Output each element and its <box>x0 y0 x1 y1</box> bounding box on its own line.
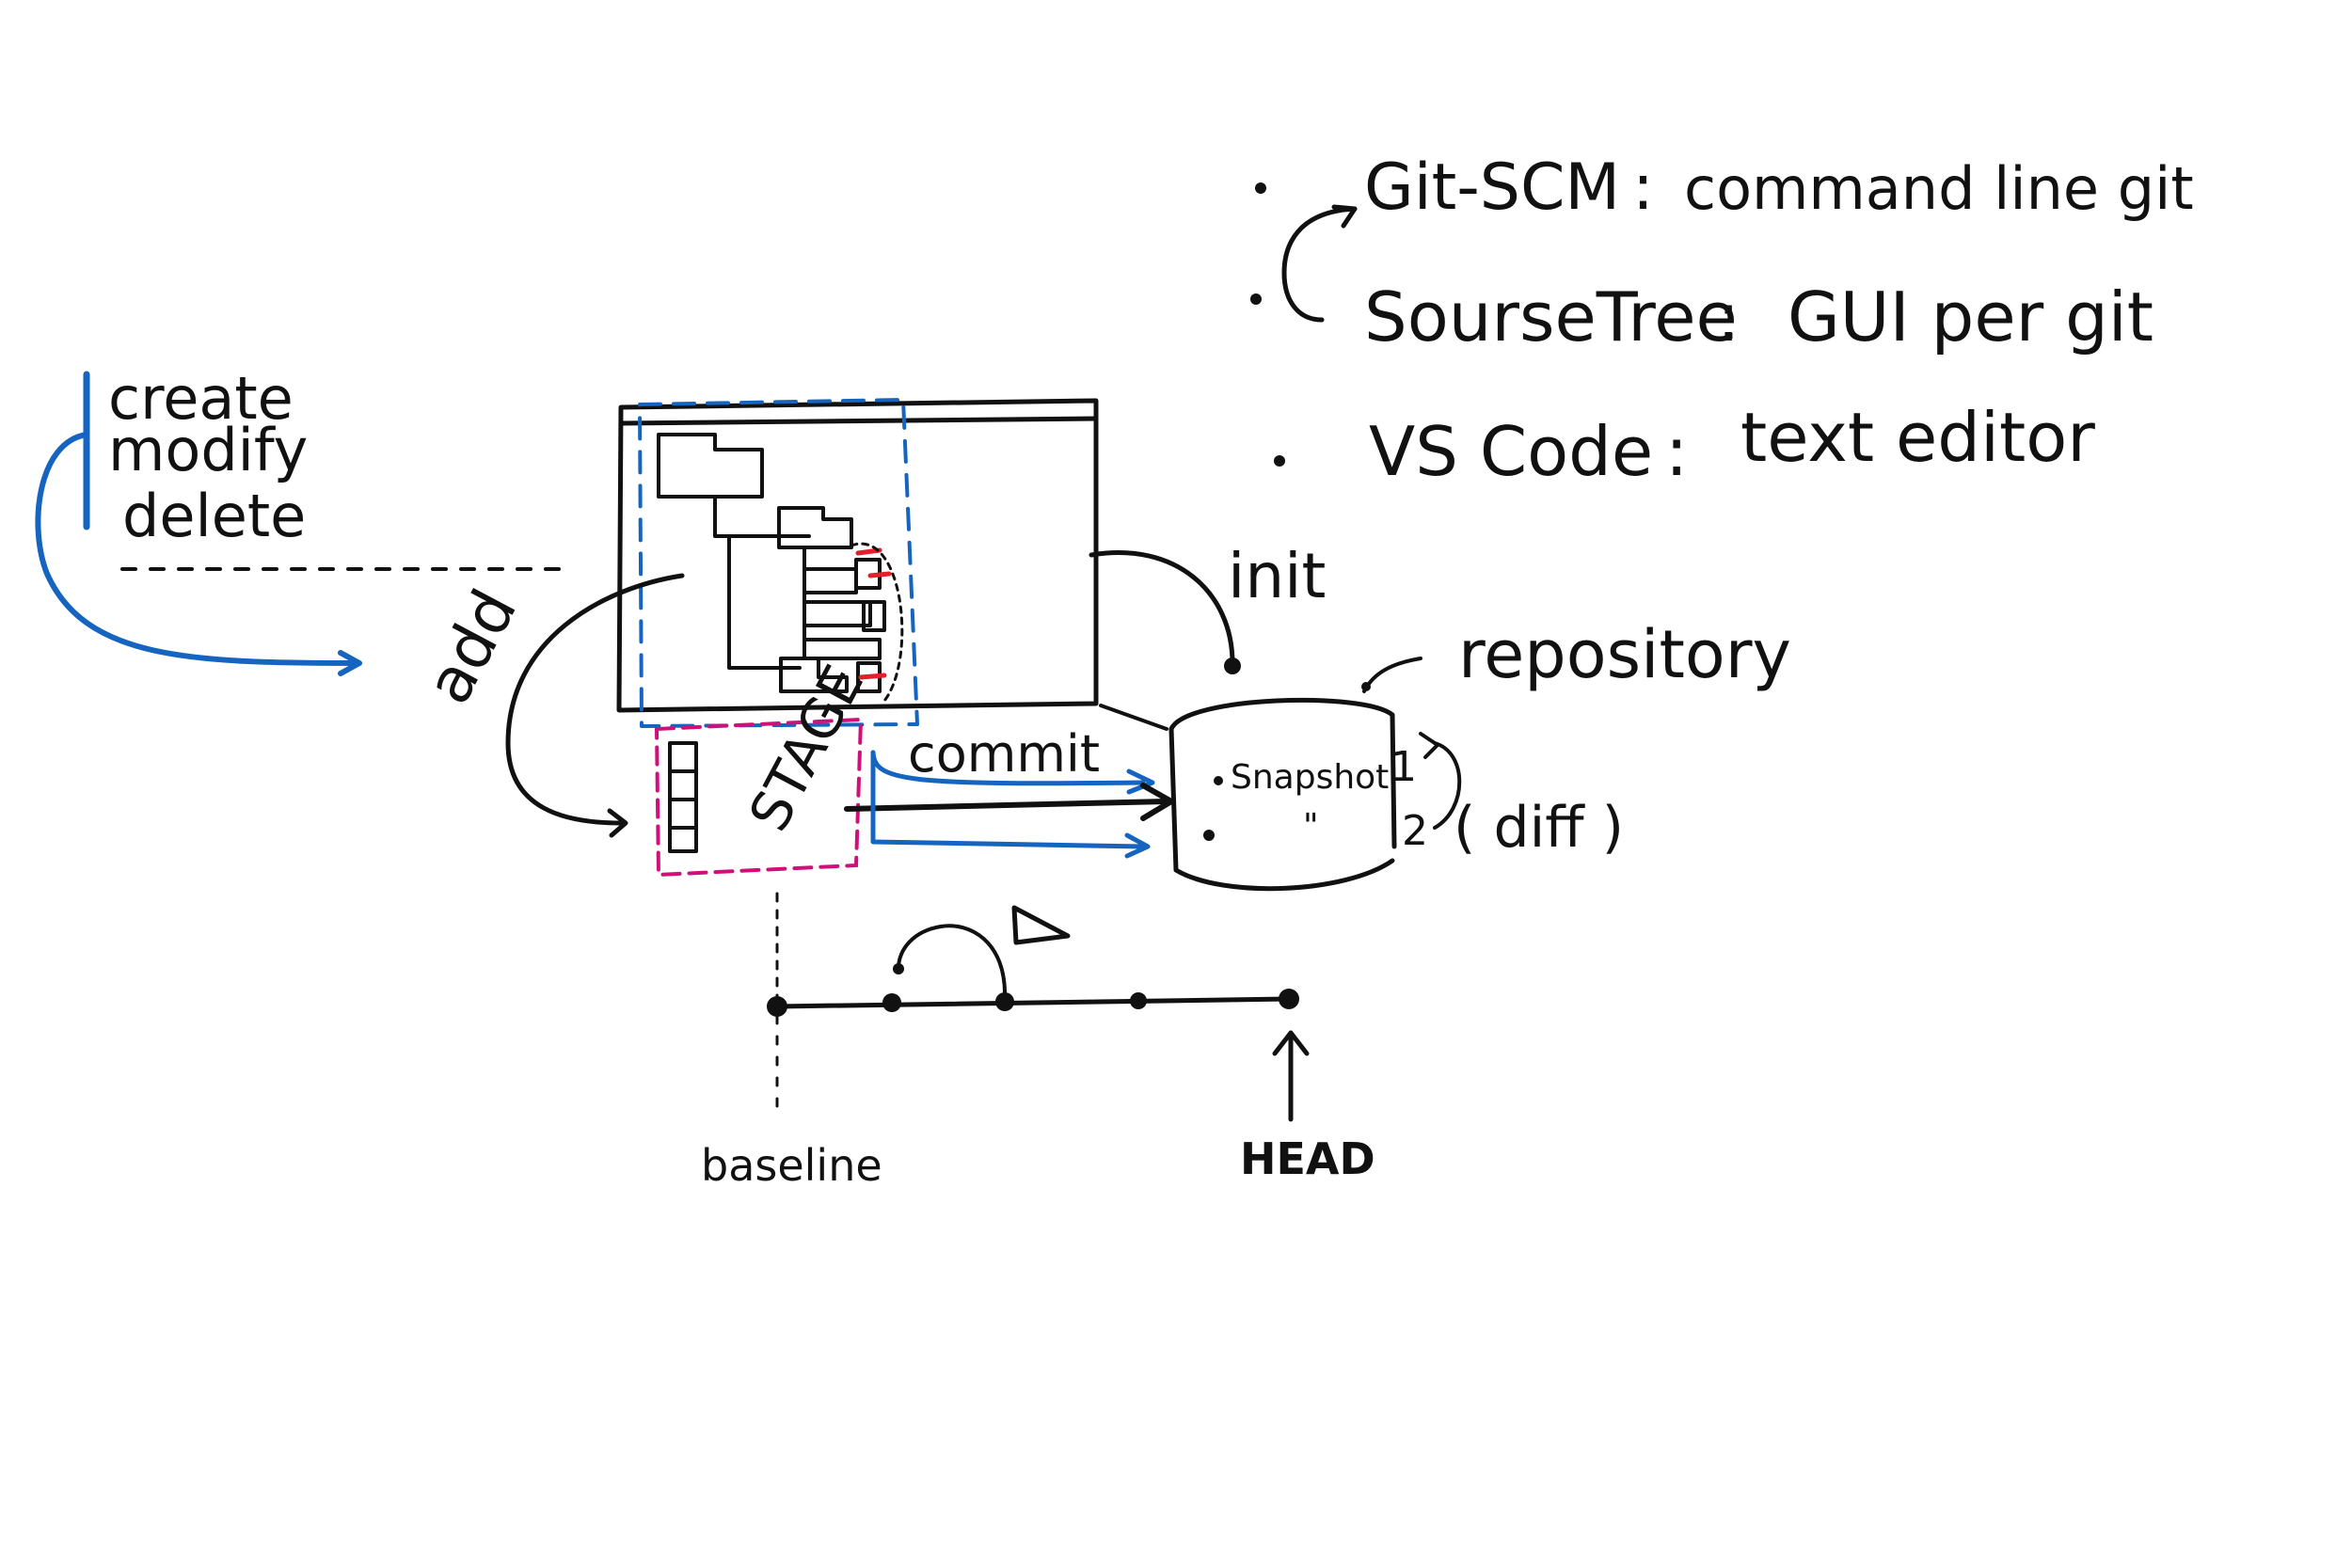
file-node <box>856 661 882 693</box>
repository-pointer <box>1362 657 1422 693</box>
action-delete: delete <box>122 482 306 550</box>
tree-trunk <box>727 534 802 670</box>
baseline-label: baseline <box>701 1140 882 1191</box>
action-modify: modify <box>108 416 308 484</box>
add-arrow <box>505 573 685 826</box>
init-arrowhead <box>1224 657 1241 674</box>
init-arrow <box>1089 550 1235 666</box>
changed-marker <box>867 571 892 578</box>
tool-bracket-arrowhead <box>1331 204 1358 229</box>
stage-box <box>654 717 864 878</box>
commit-label: commit <box>908 724 1100 784</box>
timeline: baseline HEAD <box>701 905 1375 1191</box>
timeline-line <box>774 996 1292 1009</box>
tool-list: Git-SCM : command line git SourseTree : … <box>1250 150 2194 491</box>
commit-blue-arrow-top <box>870 750 1146 786</box>
timeline-commit-dot <box>995 992 1014 1011</box>
commit-blue-arrow-bottom <box>870 750 1146 849</box>
actions-block: create modify delete <box>35 364 576 676</box>
diff-label: ( diff ) <box>1454 795 1624 861</box>
tool-desc-3: text editor <box>1740 398 2095 477</box>
timeline-commit-dot <box>767 996 787 1017</box>
init-group: init <box>1089 540 1326 731</box>
commit-group: commit <box>844 724 1174 859</box>
snapshot-number-1: 1 <box>1391 743 1417 791</box>
file-node <box>803 567 858 594</box>
diff-curve-arrowhead <box>1419 732 1439 759</box>
delta-triangle-icon <box>1011 905 1071 945</box>
tool-sep-3: : <box>1665 412 1688 491</box>
head-label: HEAD <box>1240 1133 1375 1184</box>
file-node <box>779 657 849 693</box>
window-title-line <box>618 416 1099 426</box>
window-frame <box>616 398 1099 713</box>
tool-sep-2: : <box>1717 277 1740 356</box>
repository: repository Snapshot " 1 2 ( diff ) <box>1168 616 1791 892</box>
head-arrowhead <box>1272 1030 1310 1056</box>
timeline-commit-dot <box>882 993 901 1012</box>
tool-name-2: SourseTree <box>1364 277 1738 356</box>
bullet-dot <box>1255 182 1266 194</box>
changed-marker <box>858 673 887 680</box>
delta-arc <box>897 924 1008 1001</box>
snapshot-number-2: 2 <box>1402 807 1428 855</box>
bullet-dot <box>1274 455 1285 467</box>
staged-file-scribble <box>668 741 698 853</box>
bullet-dot <box>1250 293 1262 305</box>
window-blue-dashed-region <box>638 398 919 728</box>
working-directory <box>616 398 1099 728</box>
commit-blue-arrowhead-bottom <box>1124 832 1151 859</box>
file-node <box>862 600 886 632</box>
commit-blue-arrowhead-top <box>1126 768 1155 795</box>
actions-loop-arrowhead <box>338 650 362 676</box>
file-tree <box>657 433 904 703</box>
snapshot-bullet <box>1203 830 1215 841</box>
repository-top <box>1168 697 1395 732</box>
file-node <box>803 600 872 627</box>
changed-markers-dashed-circle <box>850 542 904 703</box>
tool-name-1: Git-SCM <box>1364 150 1620 225</box>
folder-sub <box>777 506 853 549</box>
tool-bracket-arrow <box>1281 206 1358 323</box>
folder-child <box>713 495 811 538</box>
actions-loop-arrow <box>35 432 360 666</box>
snapshot-label: Snapshot <box>1231 758 1389 797</box>
commit-black-arrow <box>844 799 1169 812</box>
tool-name-3: VS Code <box>1369 412 1653 491</box>
changed-marker <box>855 547 882 556</box>
repository-pointer-dot <box>1361 682 1371 691</box>
diff-curve-arrow <box>1433 741 1462 830</box>
repository-label: repository <box>1458 616 1791 693</box>
snapshot-ditto: " <box>1303 807 1319 846</box>
snapshot-bullet <box>1214 776 1223 785</box>
commit-black-arrowhead <box>1140 783 1174 821</box>
folder-root <box>657 433 764 499</box>
stage-label: STAGE <box>737 655 876 841</box>
tool-desc-2: GUI per git <box>1788 277 2153 356</box>
tool-desc-1: command line git <box>1684 154 2194 223</box>
init-label: init <box>1228 540 1326 612</box>
action-create: create <box>108 364 294 433</box>
timeline-commit-dot <box>1130 992 1147 1009</box>
repository-body <box>1168 712 1397 892</box>
delta-arc-arrowhead <box>893 963 904 974</box>
file-node <box>854 558 882 590</box>
window-to-repo-link <box>1099 704 1168 731</box>
timeline-commit-dot <box>1279 989 1299 1009</box>
add-label: add <box>412 578 531 716</box>
tool-sep-1: : <box>1632 150 1654 225</box>
file-node <box>803 638 882 660</box>
add-arrowhead <box>607 808 628 838</box>
